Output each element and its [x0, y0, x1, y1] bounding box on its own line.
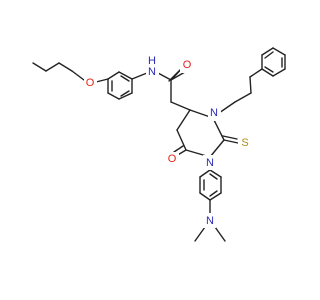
amide-hydrogen-label: H	[148, 55, 156, 67]
ring-O-bg	[166, 152, 179, 167]
dimethylamino-nitrogen-label: N	[206, 215, 214, 227]
carbonyl-O-bg	[180, 58, 193, 73]
dimethylamino-group	[194, 226, 226, 242]
butoxyphenyl-ring	[107, 71, 133, 100]
ether-O-bg	[84, 76, 97, 91]
ring-nitrogen-3-label: N	[210, 107, 218, 119]
dimethylaminophenyl-ring	[199, 169, 222, 201]
aryl-amide-bond	[131, 72, 148, 80]
carbonyl-oxygen-label: O	[183, 59, 192, 71]
thione-double-bond-a	[223, 139, 239, 144]
ring-carbonyl-oxygen-label: O	[168, 153, 177, 165]
ether-bond	[95, 78, 109, 83]
ring-N3-bg	[208, 106, 221, 121]
phenethyl-chain	[218, 76, 252, 114]
ether-oxygen-label: O	[86, 77, 95, 89]
amide-N-bg	[146, 65, 159, 80]
amide-nitrogen-label: N	[148, 66, 156, 78]
ring-nitrogen-1-label: N	[206, 157, 214, 169]
thione-S-bg	[238, 136, 251, 151]
phenyl-ring	[249, 47, 286, 78]
thione-sulfur-label: S	[241, 137, 248, 149]
ring-N1-bg	[203, 155, 216, 170]
molecule-structure-diagram: N H O O N O N S N	[0, 0, 300, 300]
dimethylamino-N-bg	[203, 213, 216, 228]
butyl-chain	[32, 62, 85, 81]
amide-group	[157, 65, 191, 111]
canvas-background	[0, 0, 300, 300]
thione-double-bond-b	[222, 135, 238, 140]
carbonyl-double-bond-b	[173, 145, 184, 153]
